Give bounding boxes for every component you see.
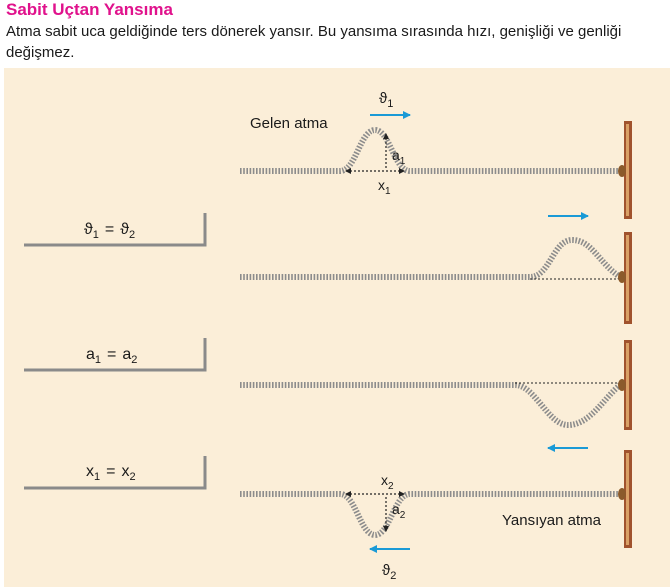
amplitude-label-1: a1	[392, 147, 406, 167]
incoming-pulse-label: Gelen atma	[250, 115, 328, 132]
wall-hook-4	[618, 488, 626, 500]
width-label-1: x1	[378, 177, 391, 197]
svg-text:ϑ1=ϑ2: ϑ1=ϑ2	[84, 221, 135, 241]
reflected-pulse-label: Yansıyan atma	[502, 512, 602, 529]
spring-row-2	[240, 236, 622, 280]
width-label-2: x2	[381, 472, 394, 492]
spring-row-1	[240, 126, 620, 174]
equation-box-velocity: ϑ1=ϑ2	[24, 213, 207, 247]
velocity-label-4: ϑ2	[382, 562, 396, 582]
wall-hook-2	[618, 271, 626, 283]
equation-box-amplitude: a1=a2	[24, 338, 207, 372]
section-title: Sabit Uçtan Yansıma	[6, 0, 173, 19]
intro-paragraph: Atma sabit uca geldiğinde ters dönerek y…	[6, 23, 622, 61]
velocity-label-1: ϑ1	[379, 90, 393, 110]
figure-panel	[4, 68, 670, 587]
equation-box-width: x1=x2	[24, 456, 207, 490]
svg-text:x1=x2: x1=x2	[86, 463, 136, 483]
svg-text:a1=a2: a1=a2	[86, 346, 137, 366]
wall-hook-3	[618, 379, 626, 391]
wall-hook-1	[618, 165, 626, 177]
amplitude-label-2: a2	[392, 501, 406, 521]
spring-row-3	[240, 382, 622, 429]
spring-row-4	[240, 491, 620, 539]
